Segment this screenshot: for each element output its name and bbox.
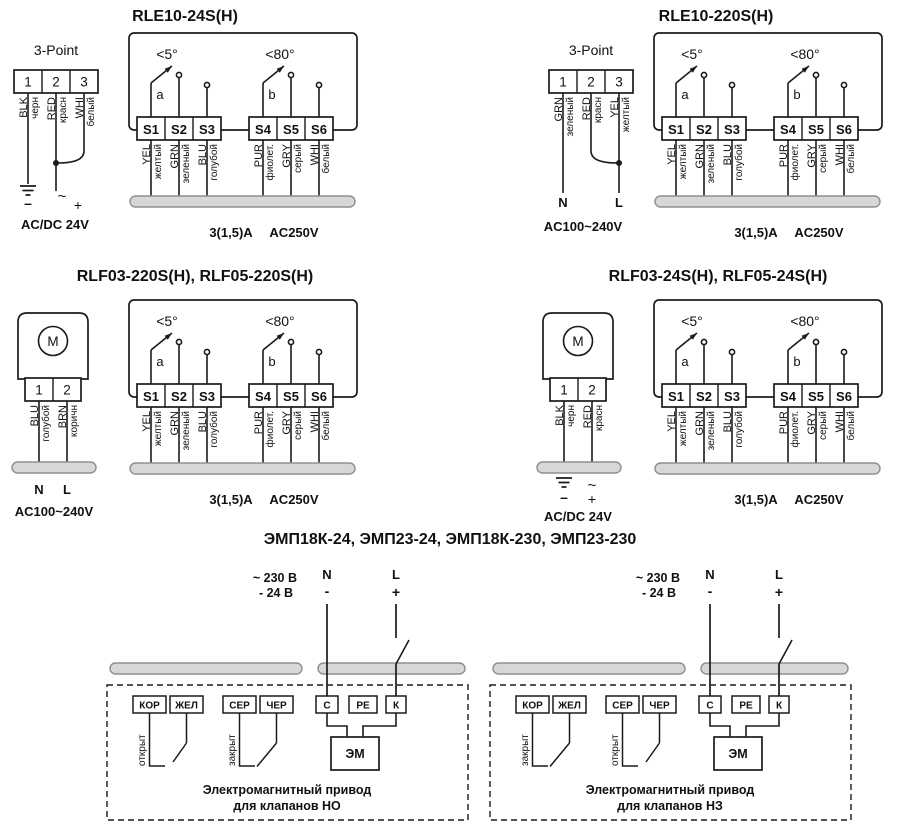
ac-label: ~ — [588, 477, 597, 494]
wire-name: красн — [593, 97, 604, 123]
wire-name: желтый — [621, 97, 632, 132]
state-closed-label: закрыт — [227, 734, 238, 766]
wire-code: RED — [582, 405, 594, 428]
diagram-rle10-220: RLE10-220S(H) GRN зеленый RED красн YEL … — [544, 8, 883, 241]
closed-switch-arm — [256, 742, 278, 767]
power-label: AC/DC 24V — [544, 509, 612, 524]
closed-switch-wires — [531, 713, 571, 767]
supply-wires — [563, 401, 593, 462]
neutral-label: N — [558, 195, 567, 210]
cable-sleeve — [536, 461, 622, 474]
plus-label: + — [74, 197, 82, 213]
plus-label: + — [588, 491, 596, 507]
limit-switch-block — [128, 299, 358, 508]
wire-name: белый — [85, 97, 97, 126]
wire-code: WHI — [74, 97, 86, 118]
motor-block — [542, 312, 614, 402]
closed-switch-wires — [238, 713, 278, 767]
line-label: L — [615, 195, 623, 210]
bottom-section-title: ЭМП18К-24, ЭМП23-24, ЭМП18К-230, ЭМП23-2… — [264, 531, 637, 548]
wire-name: черн — [30, 97, 41, 119]
closed-switch-arm — [549, 742, 571, 767]
wire-name: красн — [594, 405, 605, 431]
wire-code: BLK — [18, 96, 30, 117]
limit-switch-block — [653, 32, 883, 241]
minus-label: – — [24, 195, 32, 211]
three-point-terminal-block — [13, 41, 99, 94]
diagram-rlf-24: RLF03-24S(H), RLF05-24S(H) BLK черн RED … — [536, 268, 883, 524]
diagram-emp-no: открыт закрыт Электромагнитный привод дл… — [106, 566, 469, 821]
wire-code: RED — [46, 97, 58, 120]
ground-symbol — [19, 185, 37, 196]
open-switch-arm — [172, 742, 188, 763]
wire-name: голубой — [40, 405, 52, 442]
state-open-label: открыт — [137, 734, 148, 766]
caption-line1: Электромагнитный привод — [203, 783, 372, 797]
diagram-title: RLF03-220S(H), RLF05-220S(H) — [77, 268, 314, 285]
wire-code: YEL — [609, 97, 621, 118]
supply-wires — [38, 401, 68, 462]
diagram-title: RLE10-24S(H) — [132, 8, 238, 25]
diagram-rle10-24: RLE10-24S(H) BLK черн RED красн WHI белы… — [13, 8, 358, 241]
neutral-label: N — [34, 482, 43, 497]
diagram-title: RLE10-220S(H) — [659, 8, 774, 25]
wire-name: коричн — [69, 405, 80, 437]
supply-wires — [27, 93, 85, 191]
state-open-label: открыт — [610, 734, 621, 766]
wire-code: BLK — [554, 404, 566, 425]
power-label: AC/DC 24V — [21, 217, 89, 232]
wire-name: черн — [566, 405, 577, 427]
wire-code: RED — [581, 97, 593, 120]
open-switch-arm — [645, 742, 661, 763]
line-label: L — [63, 482, 71, 497]
three-point-terminal-block — [548, 41, 634, 94]
power-label: AC100~240V — [544, 219, 623, 234]
limit-switch-block — [128, 32, 358, 241]
supply-wires — [562, 93, 620, 193]
wire-code: BLU — [29, 405, 41, 426]
wire-code: GRN — [553, 97, 565, 122]
diagram-emp-nz: закрыт открыт Электромагнитный привод дл… — [489, 566, 852, 821]
wire-name: зеленый — [565, 97, 576, 136]
caption-line2: для клапанов НЗ — [617, 799, 723, 813]
junction-dot — [53, 160, 59, 166]
diagram-title: RLF03-24S(H), RLF05-24S(H) — [609, 268, 828, 285]
caption-line2: для клапанов НО — [233, 799, 341, 813]
junction-dot — [616, 160, 622, 166]
ground-symbol — [555, 477, 573, 488]
cable-sleeve — [11, 461, 97, 474]
minus-label: – — [560, 489, 568, 505]
wire-code: BRN — [57, 405, 69, 428]
diagram-rlf-220: RLF03-220S(H), RLF05-220S(H) BLU голубой… — [11, 268, 358, 519]
power-label: AC100~240V — [15, 504, 94, 519]
ac-label: ~ — [58, 188, 67, 205]
open-switch-wires — [148, 713, 188, 767]
wire-name: красн — [58, 97, 69, 123]
motor-block — [17, 312, 89, 402]
state-closed-label: закрыт — [520, 734, 531, 766]
open-switch-wires — [621, 713, 661, 767]
caption-line1: Электромагнитный привод — [586, 783, 755, 797]
limit-switch-block — [653, 299, 883, 508]
